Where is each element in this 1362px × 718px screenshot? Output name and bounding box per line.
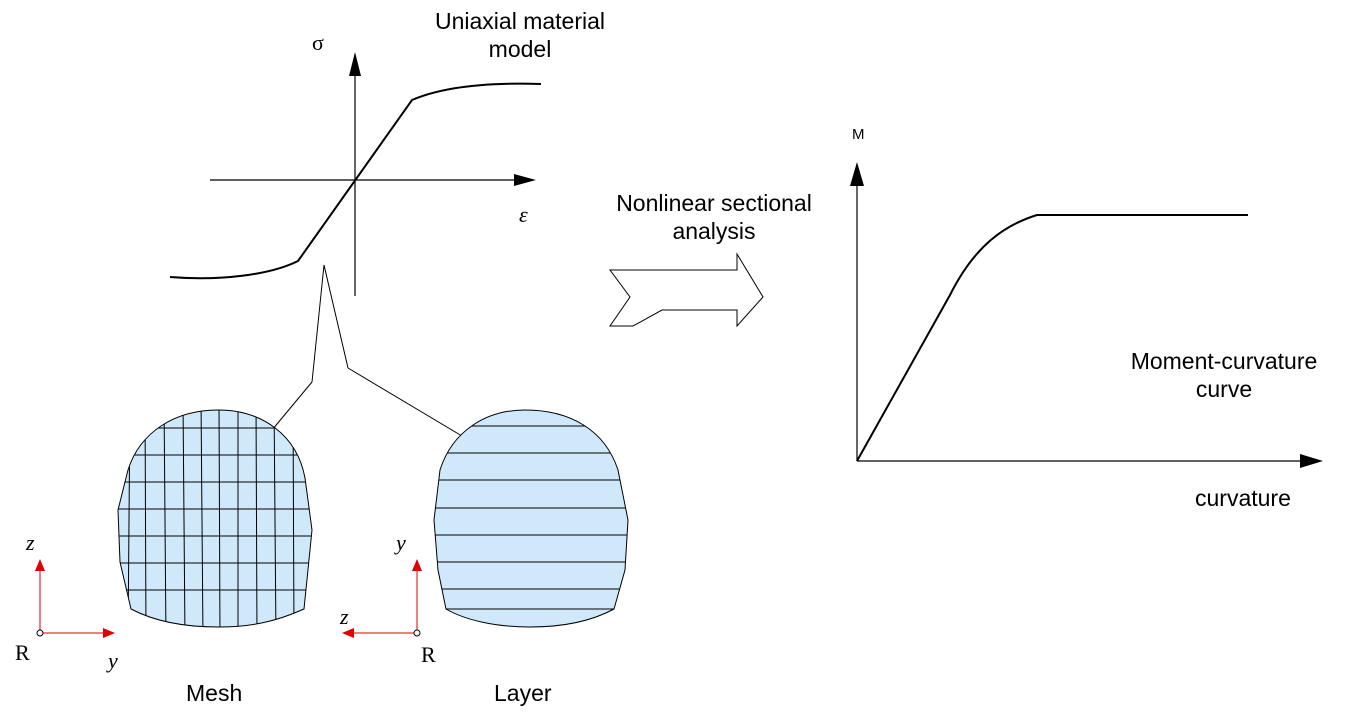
layer-origin-label: R: [421, 642, 436, 667]
layer-reference-axes: [342, 559, 422, 638]
curve-label-line2: curve: [1195, 375, 1253, 402]
layer-vertical-axis-label: y: [396, 530, 406, 555]
mesh-reference-axes: [35, 559, 115, 638]
process-arrow-icon: [609, 252, 764, 328]
curvature-axis-label: curvature: [1195, 485, 1291, 511]
layer-section: [433, 409, 629, 628]
curvature-axis-arrowhead: [1300, 454, 1323, 468]
strain-axis-label: ε: [519, 202, 528, 227]
material-model: [169, 52, 542, 296]
moment-curvature-curve: [856, 214, 1248, 462]
callout-wedge: [311, 264, 349, 383]
layer-section-outline: [433, 409, 629, 628]
mesh-section: [117, 409, 313, 628]
mesh-section-outline: [117, 409, 313, 628]
moment-axis-arrowhead: [850, 162, 864, 186]
stress-axis-label: σ: [312, 30, 324, 55]
layer-section-fill: [434, 410, 628, 627]
mesh-section-fill: [118, 410, 312, 627]
moment-axis-label: M: [852, 126, 865, 143]
stress-strain-curve: [169, 82, 542, 280]
material-model-title-line1: Uniaxial material: [434, 8, 605, 34]
moment-curvature-plot: [850, 162, 1323, 468]
mesh-vertical-axis-label: z: [26, 530, 35, 555]
fiber-callout: [261, 264, 473, 443]
mesh-caption: Mesh: [186, 680, 243, 706]
layer-horizontal-axis-label: z: [340, 604, 349, 629]
process-label-line1: Nonlinear sectional: [616, 190, 812, 216]
layer-origin-marker: [413, 629, 421, 637]
layer-caption: Layer: [494, 680, 552, 706]
mesh-origin-label: R: [15, 640, 30, 665]
process-label-line2: analysis: [672, 217, 756, 244]
stress-axis-arrowhead: [349, 52, 361, 76]
callout-arrow-layer: [347, 367, 473, 443]
mesh-origin-marker: [36, 629, 44, 637]
curve-label-line1: Moment-curvature: [1130, 348, 1318, 374]
curve-label: Moment-curvature curve: [1114, 348, 1334, 403]
mesh-horizontal-axis-label: y: [108, 648, 118, 673]
material-model-title-line2: model: [488, 35, 552, 62]
process-label: Nonlinear sectional analysis: [588, 190, 840, 245]
material-model-title: Uniaxial material model: [398, 8, 642, 63]
strain-axis-arrowhead: [514, 174, 536, 186]
